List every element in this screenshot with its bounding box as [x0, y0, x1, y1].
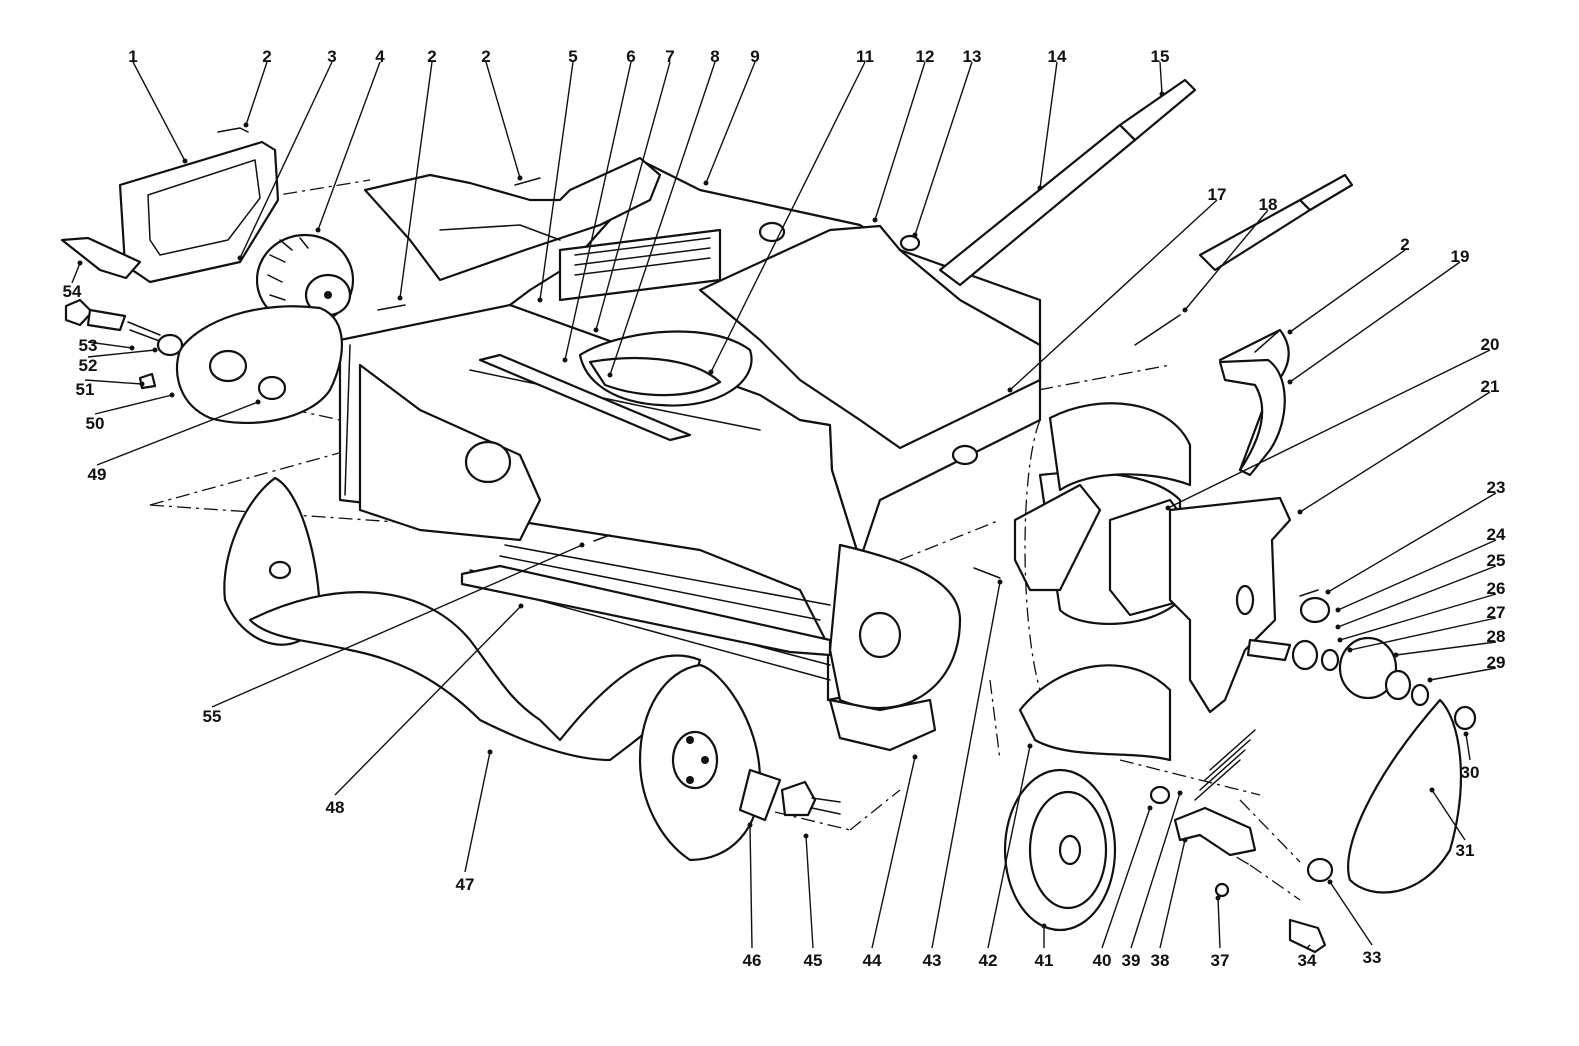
side-cover-plate — [118, 140, 280, 284]
handle-clamp-bracket — [1218, 358, 1286, 477]
fasteners-lower-right — [1214, 857, 1334, 954]
mounting-plate — [1168, 496, 1292, 714]
drive-belt — [1347, 698, 1463, 894]
callout-50: 50 — [86, 414, 105, 433]
callout-33: 33 — [1363, 948, 1382, 967]
callout-45: 45 — [804, 951, 823, 970]
callout-40: 40 — [1093, 951, 1112, 970]
callout-51: 51 — [76, 380, 95, 399]
callout-21: 21 — [1481, 377, 1500, 396]
auger-bolt-and-washer — [738, 768, 841, 822]
callout-15: 15 — [1151, 47, 1170, 66]
callout-29: 29 — [1487, 653, 1506, 672]
callout-7: 7 — [665, 47, 674, 66]
parts-drawing — [60, 78, 1477, 954]
callout-27: 27 — [1487, 603, 1506, 622]
callout-12: 12 — [916, 47, 935, 66]
callout-42: 42 — [979, 951, 998, 970]
callout-11: 11 — [856, 47, 874, 66]
callout-48: 48 — [326, 798, 345, 817]
callout-19: 19 — [1451, 247, 1470, 266]
callout-2: 2 — [427, 47, 436, 66]
auger-housing — [338, 158, 1042, 752]
callout-26: 26 — [1487, 579, 1506, 598]
callout-14: 14 — [1048, 47, 1067, 66]
callout-37: 37 — [1211, 951, 1230, 970]
callout-20: 20 — [1481, 335, 1500, 354]
callout-39: 39 — [1122, 951, 1141, 970]
callout-24: 24 — [1487, 525, 1506, 544]
callout-13: 13 — [963, 47, 982, 66]
callout-28: 28 — [1487, 627, 1506, 646]
callout-41: 41 — [1035, 951, 1054, 970]
impeller — [255, 233, 355, 327]
bearing-plate — [176, 305, 344, 425]
callout-47: 47 — [456, 875, 475, 894]
callout-49: 49 — [88, 465, 107, 484]
callout-55: 55 — [203, 707, 222, 726]
callout-3: 3 — [327, 47, 336, 66]
callout-52: 52 — [79, 356, 98, 375]
callout-1: 1 — [128, 47, 137, 66]
callout-38: 38 — [1151, 951, 1170, 970]
callout-9: 9 — [750, 47, 759, 66]
callout-25: 25 — [1487, 551, 1506, 570]
callout-2: 2 — [1400, 235, 1409, 254]
callout-18: 18 — [1259, 195, 1278, 214]
callout-23: 23 — [1487, 478, 1506, 497]
callout-54: 54 — [63, 282, 82, 301]
belt-roller — [1453, 705, 1477, 731]
callout-2: 2 — [262, 47, 271, 66]
callout-5: 5 — [568, 47, 577, 66]
lower-belt-cover — [1018, 664, 1172, 762]
callout-8: 8 — [710, 47, 719, 66]
callout-6: 6 — [626, 47, 635, 66]
callout-46: 46 — [743, 951, 762, 970]
gear-housing — [1013, 402, 1192, 691]
auger-assembly — [223, 476, 762, 862]
callout-31: 31 — [1456, 841, 1475, 860]
callout-44: 44 — [863, 951, 882, 970]
callout-17: 17 — [1208, 185, 1227, 204]
leader-lines — [71, 61, 1497, 949]
gear-stack — [1246, 596, 1430, 707]
drive-shaft — [64, 298, 184, 357]
callout-34: 34 — [1298, 951, 1317, 970]
callout-43: 43 — [923, 951, 942, 970]
scraper-bar — [460, 564, 832, 657]
callout-30: 30 — [1461, 763, 1480, 782]
belt-shield-guard — [60, 236, 142, 280]
callout-2: 2 — [481, 47, 490, 66]
callout-53: 53 — [79, 336, 98, 355]
callout-labels: 1 2 3 4 2 2 5 6 7 8 9 11 12 13 14 15 17 … — [63, 47, 1506, 970]
callout-4: 4 — [375, 47, 385, 66]
chute-deflector — [363, 156, 662, 282]
drive-pulley — [1003, 768, 1117, 932]
